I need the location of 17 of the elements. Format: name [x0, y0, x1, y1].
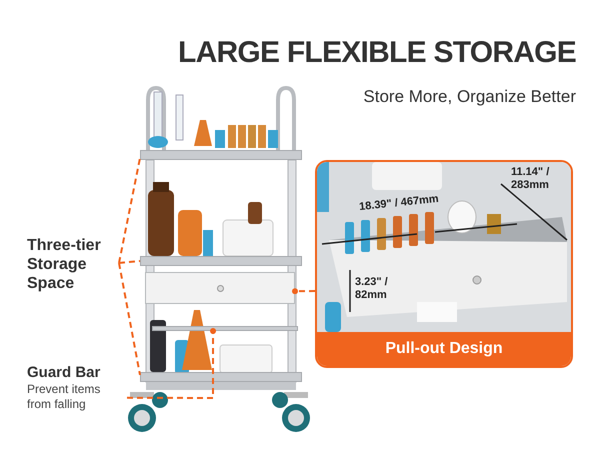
feature-label: Three-tier Storage Space	[27, 236, 119, 296]
title: LARGE FLEXIBLE STORAGE	[178, 38, 576, 68]
feature-description: Prevent items from falling	[27, 382, 102, 412]
leader-line	[118, 158, 141, 264]
leader-line	[118, 260, 140, 264]
leader-line	[292, 288, 315, 294]
feature-heading: Guard Bar	[27, 364, 102, 382]
callout-panel	[315, 160, 573, 368]
drawer	[145, 272, 295, 304]
leader-line	[118, 262, 141, 376]
panel-caption: Pull-out Design	[385, 339, 503, 359]
guard-bar	[152, 326, 298, 331]
subtitle: Store More, Organize Better	[363, 88, 576, 105]
shelf	[140, 256, 302, 266]
dimension-label: 11.14" / 283mm	[511, 166, 550, 192]
shelf	[140, 372, 302, 382]
shelf	[140, 150, 302, 160]
